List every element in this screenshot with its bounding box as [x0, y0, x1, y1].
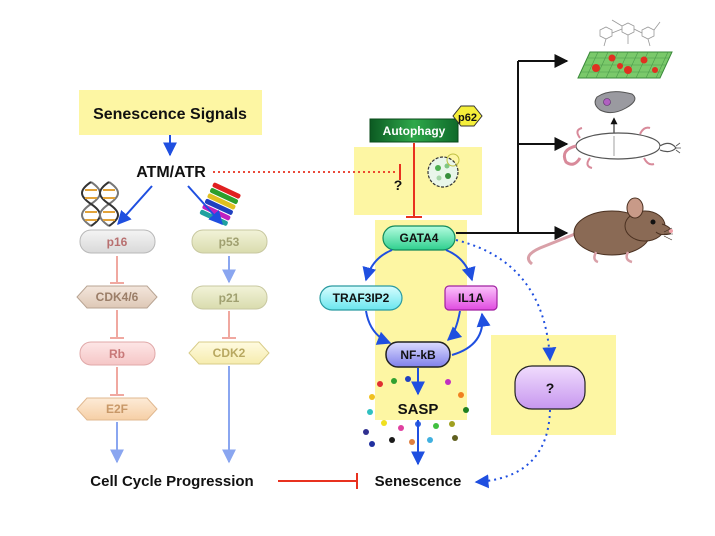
- traf3ip2-node: [319, 285, 403, 311]
- atm-to-p53-arrow: [187, 185, 223, 226]
- gata4-label: GATA4: [400, 231, 439, 245]
- e2f-node: [76, 397, 158, 421]
- p16-label: p16: [107, 235, 128, 249]
- senescence-label: Senescence: [375, 473, 462, 490]
- nfkb-to-il1a-arrow: [451, 312, 491, 356]
- unknown-factor-label: ?: [546, 380, 555, 396]
- p53-label: p53: [219, 235, 240, 249]
- nfkb-label: NF-kB: [400, 348, 436, 362]
- atm-to-p16-arrow: [117, 185, 153, 226]
- il1a-to-nfkb-arrow: [446, 310, 463, 341]
- autophagy-node: [369, 118, 459, 143]
- tumor-tissue-icon: [577, 19, 673, 79]
- liver-icon: [594, 91, 636, 114]
- rb-node: [79, 341, 156, 366]
- p21-label: p21: [219, 291, 240, 305]
- senescence-signals-box: [79, 90, 262, 135]
- p62-label: p62: [458, 112, 477, 124]
- gata4-to-il1a-arrow: [445, 249, 476, 282]
- sasp-factor-dots: [363, 376, 469, 447]
- cdk2-node: [188, 341, 270, 365]
- unknown-mediator-label: ?: [394, 177, 403, 193]
- autophagy-highlight-box: [354, 147, 482, 215]
- traf3ip2-to-nfkb-arrow: [365, 310, 392, 345]
- p62-badge: [452, 105, 483, 127]
- atm-atr-label: ATM/ATR: [136, 164, 206, 181]
- il1a-label: IL1A: [458, 291, 484, 305]
- autophagy-label: Autophagy: [383, 124, 446, 138]
- p21-node: [191, 285, 268, 310]
- rb-label: Rb: [109, 347, 125, 361]
- cdk46-label: CDK4/6: [96, 290, 139, 304]
- mouse-dissection-icon: [562, 126, 681, 169]
- cdk46-node: [76, 285, 158, 309]
- unknown-factor-node: [514, 365, 586, 410]
- lysosome-icon: [427, 153, 460, 188]
- gata4-to-traf3ip2-arrow: [362, 249, 393, 282]
- aged-mouse-icon: [526, 197, 673, 266]
- p16-node: [79, 229, 156, 254]
- dna-icon: [81, 181, 119, 227]
- traf3ip2-label: TRAF3IP2: [333, 291, 390, 305]
- cdk2-label: CDK2: [213, 346, 246, 360]
- sasp-label: SASP: [398, 401, 439, 418]
- cell-cycle-progression-label: Cell Cycle Progression: [90, 473, 253, 490]
- il1a-node: [444, 285, 498, 311]
- e2f-label: E2F: [106, 402, 128, 416]
- p53-node: [191, 229, 268, 254]
- senescence-signals-label: Senescence Signals: [93, 106, 247, 123]
- nfkb-node: [385, 341, 451, 368]
- gata4-node: [382, 225, 456, 251]
